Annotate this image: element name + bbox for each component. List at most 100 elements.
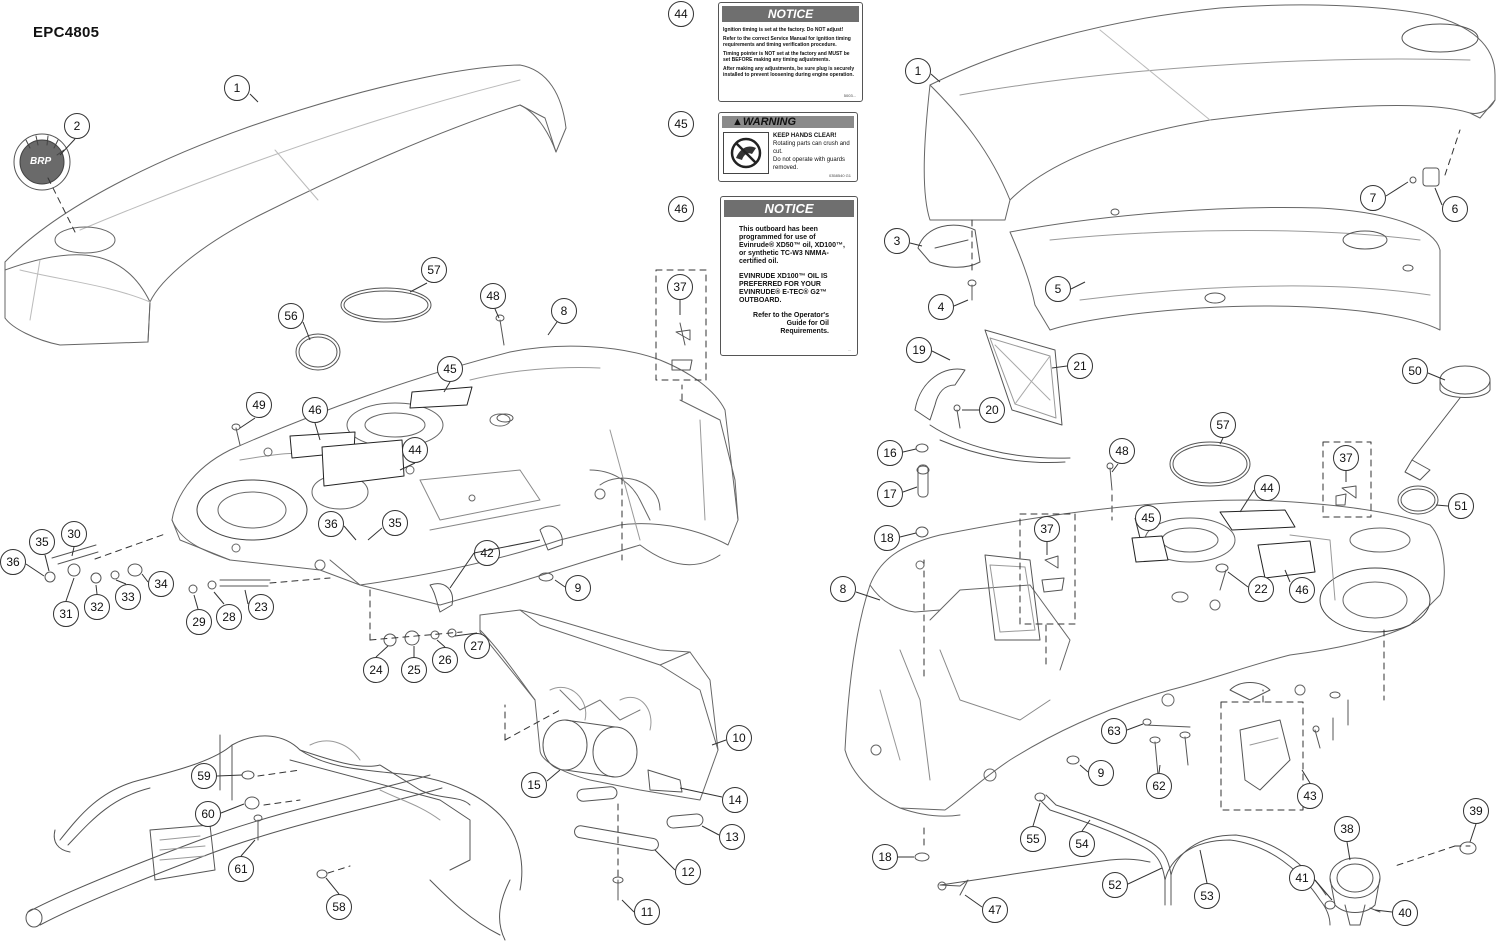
callout-part-7[interactable]: 7 bbox=[1360, 185, 1386, 211]
decal-45-line-2: Rotating parts can crush and cut. bbox=[773, 141, 850, 155]
callout-part-29[interactable]: 29 bbox=[186, 609, 212, 635]
callout-part-45[interactable]: 45 bbox=[437, 356, 463, 382]
callout-part-59[interactable]: 59 bbox=[191, 763, 217, 789]
callout-part-48[interactable]: 48 bbox=[1109, 438, 1135, 464]
callout-part-44[interactable]: 44 bbox=[1254, 475, 1280, 501]
callout-part-38[interactable]: 38 bbox=[1334, 816, 1360, 842]
callout-part-62[interactable]: 62 bbox=[1146, 773, 1172, 799]
hoses-and-tube bbox=[937, 792, 1331, 926]
callout-part-46[interactable]: 46 bbox=[302, 397, 328, 423]
callout-part-39[interactable]: 39 bbox=[1463, 798, 1489, 824]
decal-45-line-1: KEEP HANDS CLEAR! bbox=[773, 133, 837, 139]
callout-part-57[interactable]: 57 bbox=[421, 257, 447, 283]
callout-part-48[interactable]: 48 bbox=[480, 283, 506, 309]
callout-part-31[interactable]: 31 bbox=[53, 601, 79, 627]
callout-part-10[interactable]: 10 bbox=[726, 725, 752, 751]
callout-part-40[interactable]: 40 bbox=[1392, 900, 1418, 926]
callout-part-20[interactable]: 20 bbox=[979, 397, 1005, 423]
callout-part-4[interactable]: 4 bbox=[928, 294, 954, 320]
callout-part-21[interactable]: 21 bbox=[1067, 353, 1093, 379]
callout-part-35[interactable]: 35 bbox=[29, 529, 55, 555]
callout-part-6[interactable]: 6 bbox=[1442, 196, 1468, 222]
top-cowl-right bbox=[923, 4, 1496, 221]
decal-46-paragraph-1: This outboard has been programmed for us… bbox=[739, 226, 845, 265]
callout-part-28[interactable]: 28 bbox=[216, 604, 242, 630]
callout-part-54[interactable]: 54 bbox=[1069, 831, 1095, 857]
callout-part-37[interactable]: 37 bbox=[1333, 445, 1359, 471]
decal-44-line-3: Timing pointer is NOT set at the factory… bbox=[723, 51, 850, 63]
callout-part-23[interactable]: 23 bbox=[248, 594, 274, 620]
callout-part-49[interactable]: 49 bbox=[246, 392, 272, 418]
callout-part-50[interactable]: 50 bbox=[1402, 358, 1428, 384]
callout-part-45[interactable]: 45 bbox=[1135, 505, 1161, 531]
callout-part-14[interactable]: 14 bbox=[722, 787, 748, 813]
lower-pan-right bbox=[844, 499, 1445, 817]
callout-part-15[interactable]: 15 bbox=[521, 772, 547, 798]
callout-part-51[interactable]: 51 bbox=[1448, 493, 1474, 519]
decal-37-box-right bbox=[1019, 441, 1372, 666]
callout-part-46[interactable]: 46 bbox=[668, 196, 694, 222]
callout-part-25[interactable]: 25 bbox=[401, 657, 427, 683]
callout-part-34[interactable]: 34 bbox=[148, 571, 174, 597]
callout-part-43[interactable]: 43 bbox=[1297, 783, 1323, 809]
callout-part-11[interactable]: 11 bbox=[634, 899, 660, 925]
callout-part-61[interactable]: 61 bbox=[228, 856, 254, 882]
callout-part-13[interactable]: 13 bbox=[719, 824, 745, 850]
callout-part-12[interactable]: 12 bbox=[675, 859, 701, 885]
callout-part-5[interactable]: 5 bbox=[1045, 276, 1071, 302]
callout-part-56[interactable]: 56 bbox=[278, 303, 304, 329]
callout-part-37[interactable]: 37 bbox=[1034, 516, 1060, 542]
decal-44-line-1: Ignition timing is set at the factory. D… bbox=[723, 27, 844, 33]
callout-part-22[interactable]: 22 bbox=[1248, 576, 1274, 602]
callout-part-36[interactable]: 36 bbox=[0, 549, 26, 575]
callout-part-41[interactable]: 41 bbox=[1289, 865, 1315, 891]
callout-part-63[interactable]: 63 bbox=[1101, 718, 1127, 744]
brp-logo-text: BRP bbox=[30, 156, 52, 167]
callout-part-53[interactable]: 53 bbox=[1194, 883, 1220, 909]
callout-part-42[interactable]: 42 bbox=[474, 540, 500, 566]
hand-gear-hazard-icon bbox=[723, 132, 769, 174]
decal-46-heading: NOTICE bbox=[724, 200, 854, 217]
callout-part-18[interactable]: 18 bbox=[872, 844, 898, 870]
callout-part-1[interactable]: 1 bbox=[905, 58, 931, 84]
callout-part-35[interactable]: 35 bbox=[382, 510, 408, 536]
callout-part-8[interactable]: 8 bbox=[551, 298, 577, 324]
callout-part-47[interactable]: 47 bbox=[982, 897, 1008, 923]
callout-part-19[interactable]: 19 bbox=[906, 337, 932, 363]
callout-part-26[interactable]: 26 bbox=[432, 647, 458, 673]
callout-part-52[interactable]: 52 bbox=[1102, 872, 1128, 898]
decal-45-heading: ▲WARNING bbox=[722, 116, 854, 128]
callout-part-44[interactable]: 44 bbox=[668, 1, 694, 27]
decal-45-warning-hands: ▲WARNING KEEP HANDS CLEAR! Rotating part… bbox=[718, 112, 858, 182]
callout-part-33[interactable]: 33 bbox=[115, 584, 141, 610]
callout-part-60[interactable]: 60 bbox=[195, 801, 221, 827]
callout-part-9[interactable]: 9 bbox=[565, 575, 591, 601]
callout-part-37[interactable]: 37 bbox=[667, 274, 693, 300]
callout-part-30[interactable]: 30 bbox=[61, 521, 87, 547]
decal-46-paragraph-3: Refer to the Operator's Guide for Oil Re… bbox=[753, 312, 829, 335]
callout-part-8[interactable]: 8 bbox=[830, 576, 856, 602]
callout-part-18[interactable]: 18 bbox=[874, 525, 900, 551]
callout-part-16[interactable]: 16 bbox=[877, 440, 903, 466]
top-cowl-left bbox=[4, 64, 567, 346]
callout-part-57[interactable]: 57 bbox=[1210, 412, 1236, 438]
callout-part-46[interactable]: 46 bbox=[1289, 577, 1315, 603]
callout-part-17[interactable]: 17 bbox=[877, 481, 903, 507]
air-filter-parts bbox=[914, 329, 1071, 463]
callout-part-9[interactable]: 9 bbox=[1088, 760, 1114, 786]
callout-part-3[interactable]: 3 bbox=[884, 228, 910, 254]
callout-part-2[interactable]: 2 bbox=[64, 113, 90, 139]
callout-part-1[interactable]: 1 bbox=[224, 75, 250, 101]
callout-part-36[interactable]: 36 bbox=[318, 511, 344, 537]
callout-part-45[interactable]: 45 bbox=[668, 111, 694, 137]
left-leader-lines bbox=[94, 384, 683, 641]
callout-part-32[interactable]: 32 bbox=[84, 594, 110, 620]
callout-part-55[interactable]: 55 bbox=[1020, 826, 1046, 852]
pins-62-63 bbox=[1066, 718, 1191, 776]
callout-part-24[interactable]: 24 bbox=[363, 657, 389, 683]
frame-harness-left bbox=[25, 734, 523, 941]
decal-44-heading: NOTICE bbox=[722, 6, 859, 22]
callout-part-27[interactable]: 27 bbox=[464, 633, 490, 659]
callout-part-44[interactable]: 44 bbox=[402, 437, 428, 463]
callout-part-58[interactable]: 58 bbox=[326, 894, 352, 920]
